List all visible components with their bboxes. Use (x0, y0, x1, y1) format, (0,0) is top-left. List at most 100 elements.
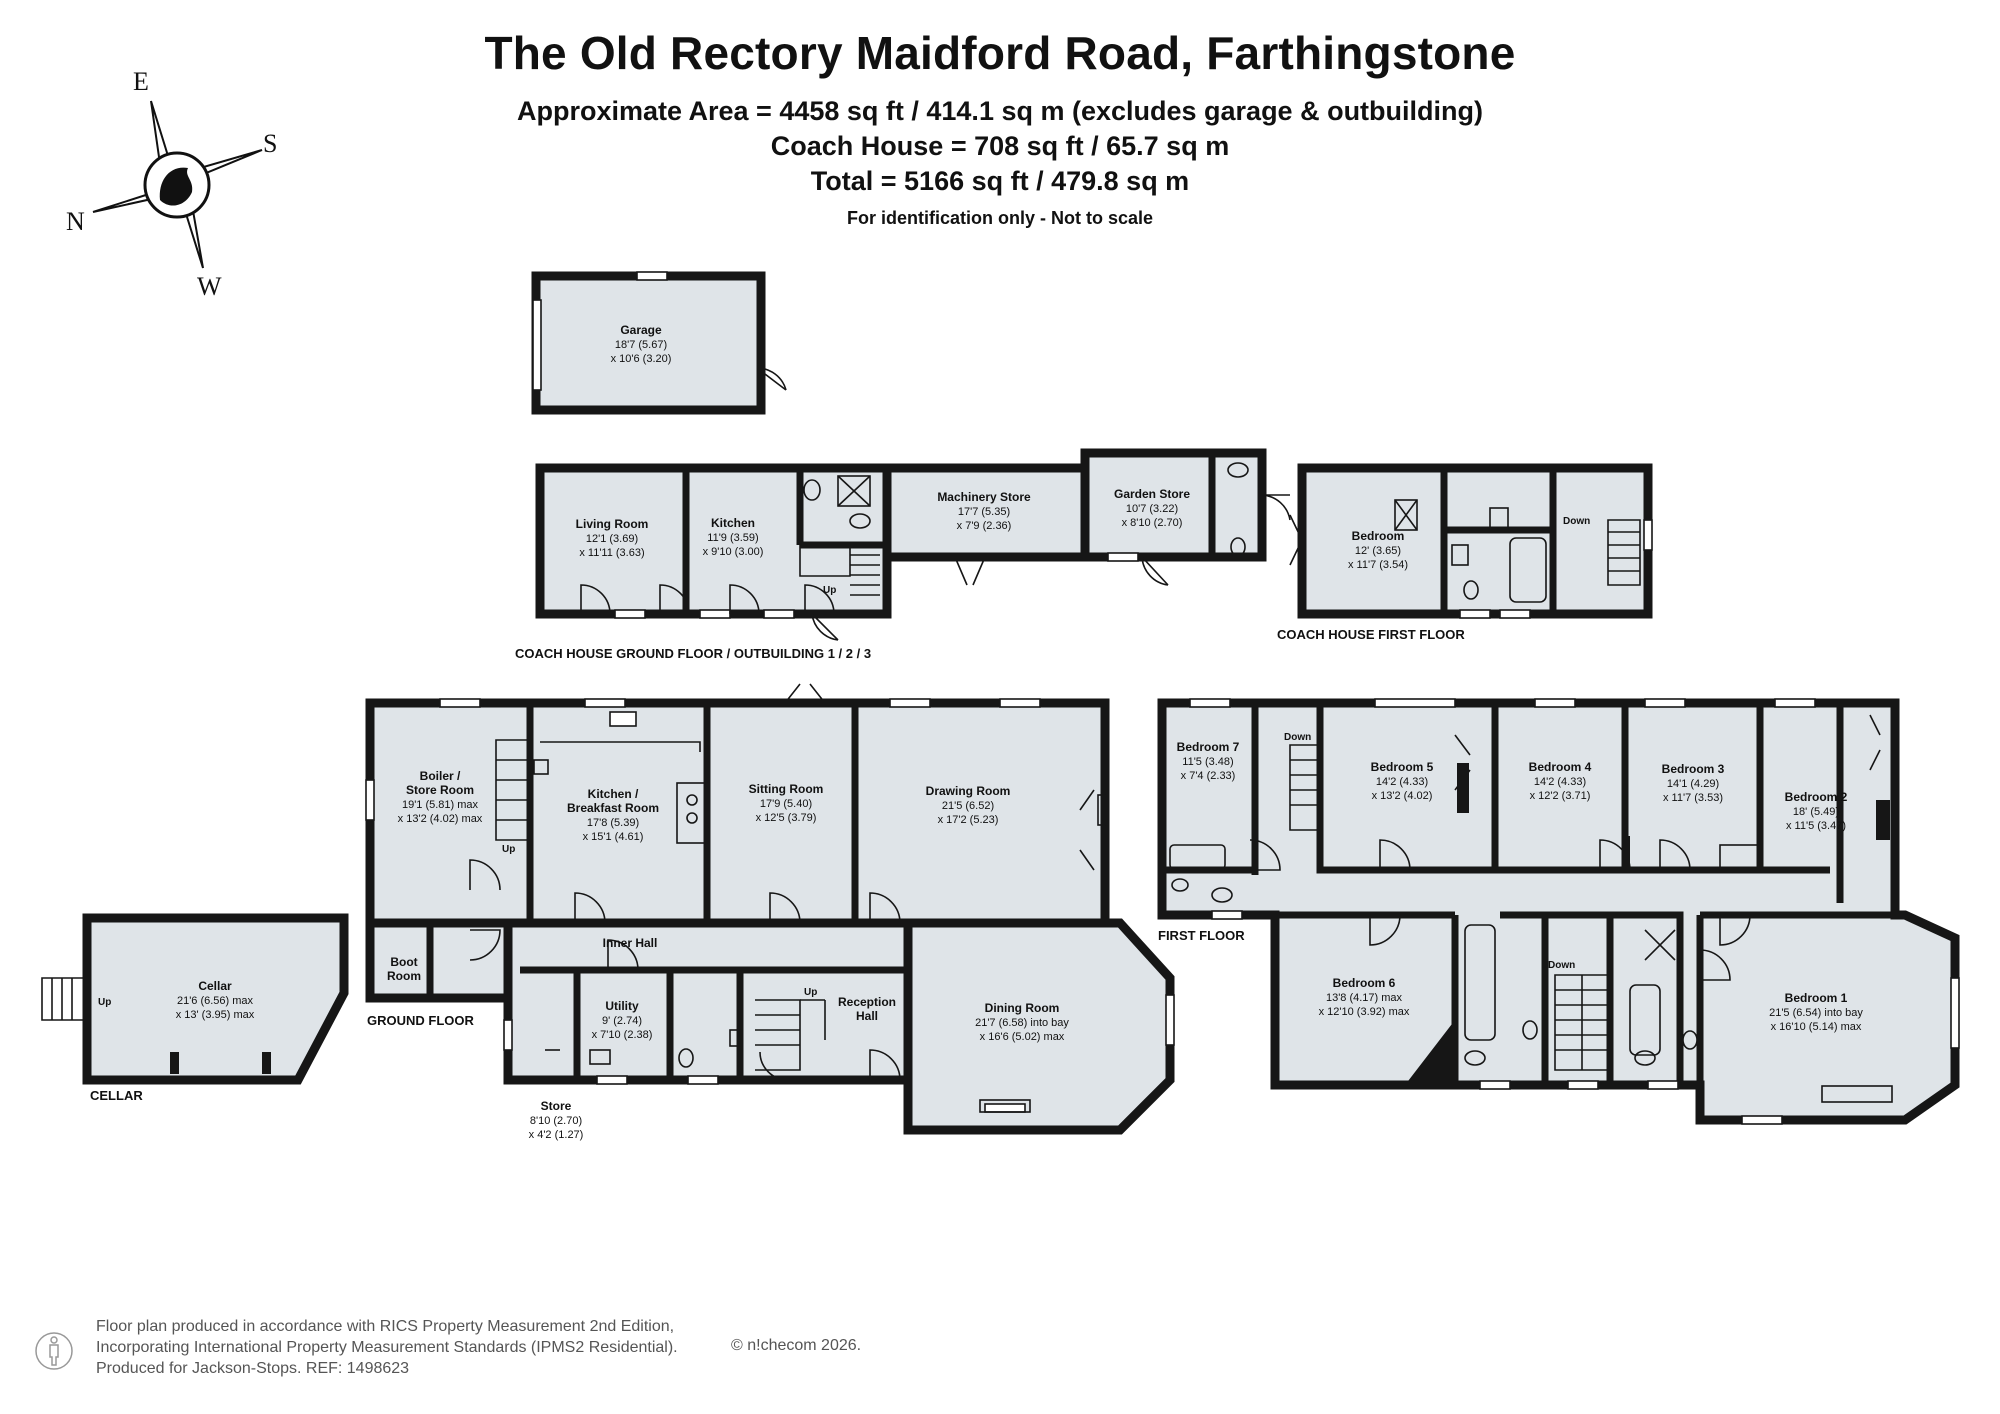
coach-living-dim-1: 12'1 (3.69) (586, 533, 638, 545)
dining-fireplace-icon (979, 1099, 1031, 1113)
sitting-dim-2: x 12'5 (3.79) (756, 812, 817, 824)
store-name: Store (541, 1099, 572, 1113)
compass-label-e: E (133, 67, 149, 96)
garage-name: Garage (620, 323, 662, 337)
boiler-name-2: Store Room (406, 783, 474, 797)
coach-first-stairs (1607, 519, 1641, 586)
first-floor-label: FIRST FLOOR (1158, 928, 1245, 943)
reception-name-1: Reception (838, 995, 896, 1009)
boiler-door (469, 859, 501, 891)
cellar-walls (82, 913, 349, 1085)
boot-room-door (469, 929, 501, 961)
coach-stair-up: Up (823, 585, 836, 596)
coach-stairs (799, 545, 851, 577)
bed7-dim-1: 11'5 (3.48) (1182, 756, 1233, 768)
dining-dim-1: 21'7 (6.58) into bay (975, 1017, 1069, 1029)
compass-label-w: W (197, 272, 222, 301)
cellar-stairs (41, 977, 88, 1021)
first-stair-down-1: Down (1284, 732, 1311, 743)
drawing-door (869, 892, 901, 924)
store-dim-2: x 4'2 (1.27) (529, 1129, 584, 1141)
bed4-dim-1: 14'2 (4.33) (1534, 776, 1586, 788)
kitchen-door (574, 892, 606, 924)
garden-store-dim-1: 10'7 (3.22) (1126, 503, 1178, 515)
coach-kitchen-dim-2: x 9'10 (3.00) (703, 546, 764, 558)
machinery-dim-2: x 7'9 (2.36) (957, 520, 1012, 532)
coach-bedroom-dim-1: 12' (3.65) (1355, 545, 1401, 557)
coach-first-stair-down: Down (1563, 516, 1590, 527)
coach-entrance-door (811, 613, 839, 641)
footer-line-1: Floor plan produced in accordance with R… (96, 1318, 675, 1335)
bed7-name: Bedroom 7 (1177, 740, 1240, 754)
footer-copyright: © n!checom 2026. (731, 1337, 862, 1354)
dining-dim-2: x 16'6 (5.02) max (980, 1031, 1065, 1043)
garage-dim-2: x 10'6 (3.20) (611, 353, 672, 365)
sitting-door (769, 892, 801, 924)
cellar-floor-label: CELLAR (90, 1088, 143, 1103)
cellar-dim-2: x 13' (3.95) max (176, 1009, 255, 1021)
bed6-dim-1: 13'8 (4.17) max (1326, 992, 1403, 1004)
first-floor-stairs-down-1 (1289, 744, 1321, 831)
outbuilding-wc-door (1261, 494, 1291, 521)
dining-name: Dining Room (985, 1001, 1060, 1015)
reception-name-2: Hall (856, 1009, 878, 1023)
first-floor: Down Down Bedroom 7 11'5 (3.48) x 7'4 (2… (1157, 698, 1960, 1125)
bed1-dim-2: x 16'10 (5.14) max (1771, 1021, 1862, 1033)
kitchen-name-2: Breakfast Room (567, 801, 659, 815)
drawing-dim-2: x 17'2 (5.23) (938, 814, 999, 826)
rooflight (1394, 499, 1418, 531)
utility-door (607, 939, 639, 971)
wc-icon (849, 513, 871, 529)
inner-hall-name: Inner Hall (603, 936, 658, 950)
sitting-name: Sitting Room (749, 782, 824, 796)
sitting-french-doors (784, 683, 826, 704)
machinery-name: Machinery Store (937, 490, 1031, 504)
person-scale-icon (35, 1332, 73, 1370)
approximate-area: Approximate Area = 4458 sq ft / 414.1 sq… (516, 96, 1484, 126)
garage-side-door (756, 367, 787, 391)
garage-dim-1: 18'7 (5.67) (615, 339, 667, 351)
cellar-name: Cellar (198, 979, 232, 993)
ground-floor-label: GROUND FLOOR (367, 1013, 474, 1028)
bed6-dim-2: x 12'10 (3.92) max (1319, 1006, 1410, 1018)
bed6-name: Bedroom 6 (1333, 976, 1396, 990)
range-cooker-icon (676, 782, 708, 844)
coach-kitchen-name: Kitchen (711, 516, 755, 530)
reception-stair-up: Up (804, 987, 817, 998)
kitchen-dim-2: x 15'1 (4.61) (583, 831, 644, 843)
drawing-side-doors (1079, 789, 1095, 871)
bed1-dim-1: 21'5 (6.54) into bay (1769, 1007, 1863, 1019)
bath-icon (1464, 924, 1496, 1041)
boot-name-2: Room (387, 969, 421, 983)
dining-room-walls (903, 918, 1175, 1135)
bed4-name: Bedroom 4 (1529, 760, 1592, 774)
reception-stairs (755, 999, 801, 1071)
garage-door-opening (532, 299, 542, 391)
coach-living-dim-2: x 11'11 (3.63) (579, 547, 644, 559)
cellar-floor: Up Cellar 21'6 (6.56) max x 13' (3.95) m… (41, 913, 349, 1103)
machinery-store-walls (882, 463, 1090, 562)
shower-icon (837, 475, 871, 507)
sitting-dim-1: 17'9 (5.40) (760, 798, 812, 810)
coach-kitchen-dim-1: 11'9 (3.59) (707, 532, 758, 544)
kitchen-dim-1: 17'8 (5.39) (587, 817, 639, 829)
first-stair-down-2: Down (1548, 960, 1575, 971)
coach-ground-floor-label: COACH HOUSE GROUND FLOOR / OUTBUILDING 1… (515, 646, 871, 661)
compass-label-n: N (66, 207, 85, 236)
compass-label-s: S (263, 129, 277, 158)
ground-stairs-up (495, 739, 531, 841)
bed1-name: Bedroom 1 (1785, 991, 1848, 1005)
bed3-name: Bedroom 3 (1662, 762, 1725, 776)
sink-icon (609, 711, 637, 727)
drawing-dim-1: 21'5 (6.52) (942, 800, 994, 812)
bed3-dim-2: x 11'7 (3.53) (1663, 792, 1723, 804)
utility-dim-1: 9' (2.74) (602, 1015, 642, 1027)
living-door-arc (580, 584, 611, 615)
cellar-stair-up: Up (98, 997, 111, 1008)
machinery-dim-1: 17'7 (5.35) (958, 506, 1010, 518)
kitchen-worktop (540, 741, 701, 752)
compass-emblem-icon (159, 167, 193, 206)
garden-store-dim-2: x 8'10 (2.70) (1122, 517, 1183, 529)
cellar-dim-1: 21'6 (6.56) max (177, 995, 254, 1007)
first-floor-stairs-down-2 (1554, 974, 1611, 1071)
